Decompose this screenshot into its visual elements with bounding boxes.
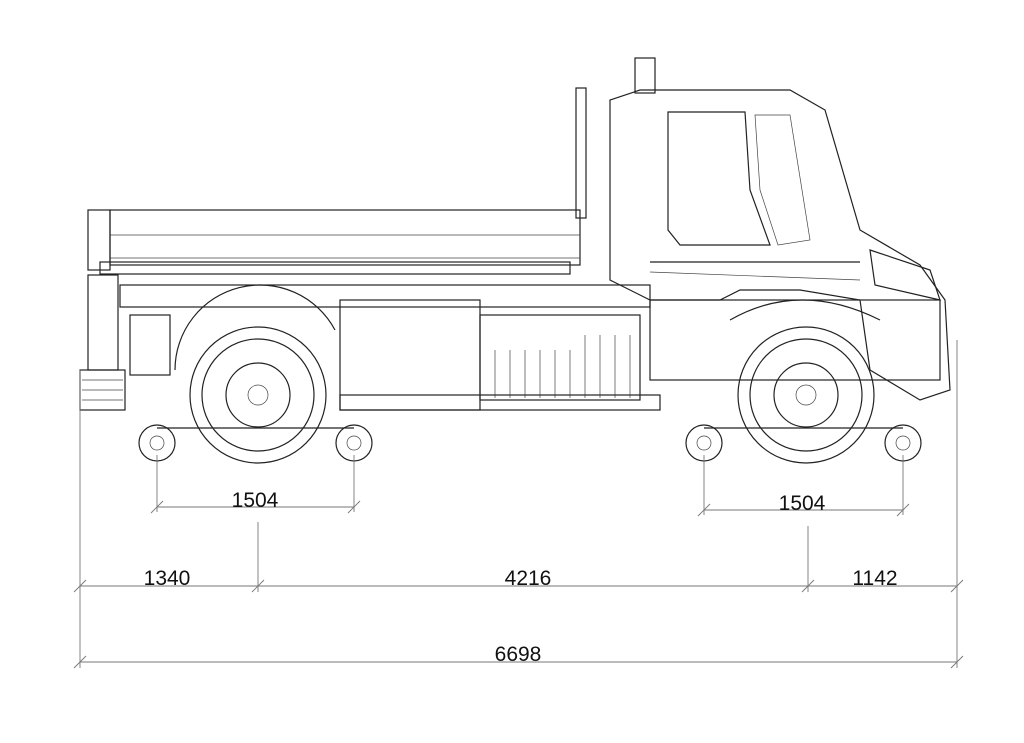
front-wheel	[737, 326, 875, 464]
front-wheel-arch	[729, 299, 881, 321]
cab	[609, 57, 951, 401]
dropside-bed	[87, 87, 587, 275]
rear-overhang-dimension: 1340	[144, 567, 191, 590]
overall-length-dimension: 6698	[495, 643, 542, 666]
rear-wheel-arch	[174, 284, 336, 371]
wheelbase-dimension: 4216	[505, 567, 552, 590]
front-overhang-dimension: 1142	[852, 567, 897, 590]
front-rail-guide-wheels	[685, 424, 922, 462]
chassis-frame	[119, 284, 941, 411]
rear-wheel	[189, 326, 327, 464]
dimension-lines	[73, 340, 964, 669]
front-rail-guide-dimension: 1504	[779, 492, 826, 515]
rear-rail-guide-dimension: 1504	[232, 489, 279, 512]
rear-rail-guide-wheels	[138, 424, 373, 462]
rear-bumper	[79, 274, 126, 411]
